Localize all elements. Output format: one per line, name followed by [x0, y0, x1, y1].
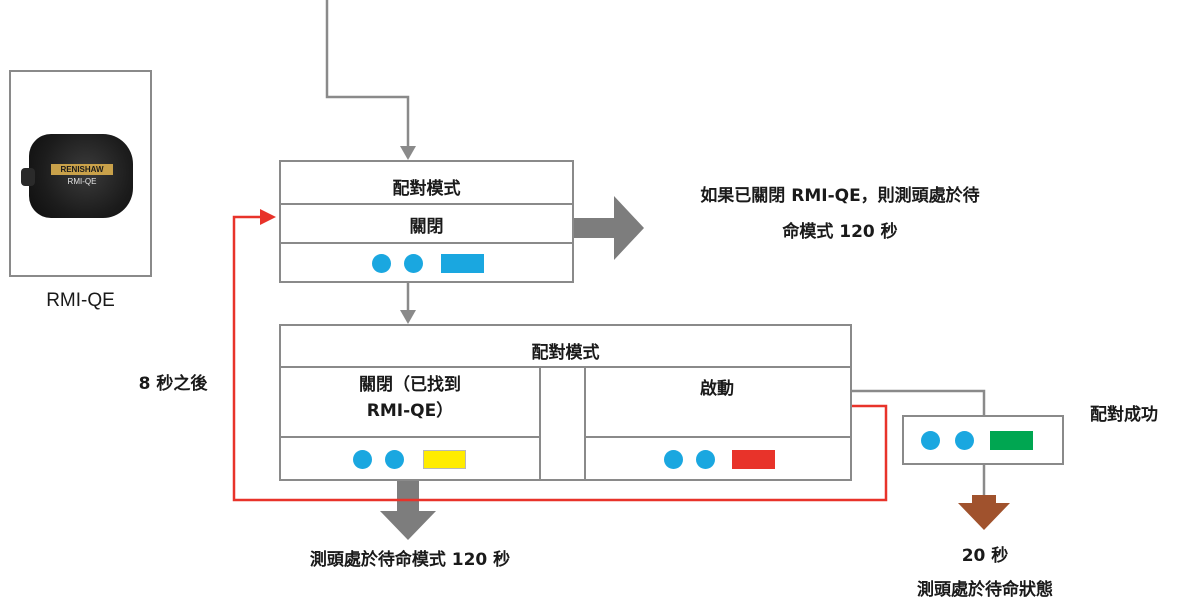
red-loop-arrowhead: [260, 209, 276, 225]
entry-connector: [325, 0, 410, 148]
main-left-state: 關閉（已找到 RMI-QE）: [281, 372, 539, 424]
device-image: RENISHAW RMI-QE: [21, 134, 133, 218]
main-right-led-dot-1: [664, 450, 683, 469]
main-left-state-line2: RMI-QE）: [366, 401, 454, 421]
main-right-led-dot-2: [696, 450, 715, 469]
entry-arrowhead: [400, 146, 416, 160]
main-right-led-bar: [732, 450, 775, 469]
device-brand-strip: RENISHAW: [51, 164, 113, 175]
main-left-state-line1: 關閉（已找到: [359, 375, 461, 395]
red-loop-connector: [232, 215, 888, 502]
left-note: 8 秒之後: [138, 374, 208, 394]
main-left-led-dot-1: [353, 450, 372, 469]
top-pairing-box: 配對模式 關閉: [279, 160, 574, 283]
success-brown-arrow: [958, 503, 1010, 530]
top-note-line2: 命模式 120 秒: [782, 222, 898, 242]
top-box-state: 關閉: [409, 217, 444, 237]
top-right-arrow: [574, 196, 644, 260]
main-box-title: 配對模式: [531, 343, 600, 363]
main-pairing-box: 配對模式 關閉（已找到 RMI-QE） 啟動: [279, 324, 852, 481]
success-brown-arrow-shaft: [972, 495, 996, 505]
success-led-dot-1: [921, 431, 940, 450]
device-image-frame: RENISHAW RMI-QE: [9, 70, 152, 277]
top-led-dot-1: [372, 254, 391, 273]
device-label: RMI-QE: [46, 290, 115, 311]
top-note-line1: 如果已關閉 RMI-QE，則測頭處於待: [700, 186, 980, 206]
bottom-right-note-line1: 20 秒: [961, 546, 1009, 566]
top-led-bar: [441, 254, 484, 273]
main-down-arrow-shaft: [397, 481, 419, 513]
device-side-knob: [21, 168, 35, 186]
top-to-main-arrowhead: [400, 310, 416, 324]
main-to-success-connector: [852, 389, 986, 415]
main-left-led-dot-2: [385, 450, 404, 469]
top-box-title: 配對模式: [392, 179, 461, 199]
top-note: 如果已關閉 RMI-QE，則測頭處於待 命模式 120 秒: [640, 182, 1040, 246]
main-down-arrow-head: [380, 511, 436, 540]
main-left-led-bar: [423, 450, 466, 469]
top-led-dot-2: [404, 254, 423, 273]
bottom-right-note-line2: 測頭處於待命狀態: [917, 580, 1053, 600]
bottom-right-note: 20 秒 測頭處於待命狀態: [880, 541, 1090, 605]
success-box: [902, 415, 1064, 465]
success-led-bar: [990, 431, 1033, 450]
success-led-dot-2: [955, 431, 974, 450]
success-label: 配對成功: [1090, 405, 1158, 425]
main-right-state: 啟動: [700, 379, 734, 399]
device-model-text: RMI-QE: [67, 177, 97, 186]
bottom-left-note: 測頭處於待命模式 120 秒: [309, 550, 511, 570]
